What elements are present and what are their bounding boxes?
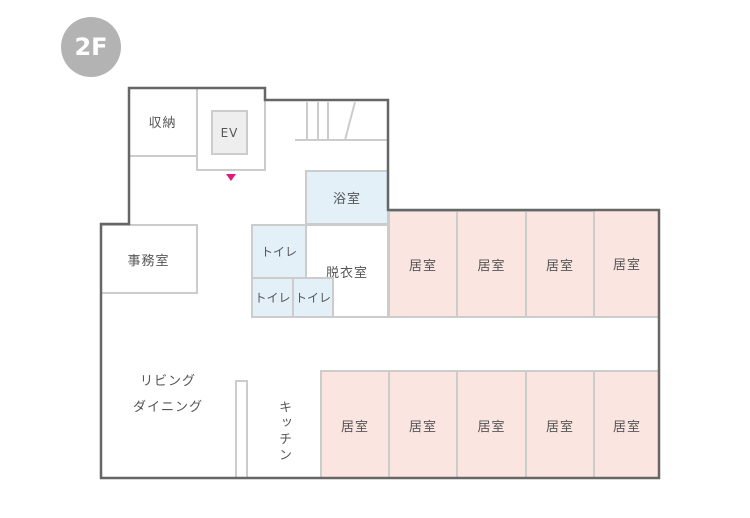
room-toilet-2: トイレ [251, 277, 294, 318]
room-elevator: EV [211, 110, 248, 155]
residential-room: 居室 [525, 210, 595, 318]
room-toilet-3: トイレ [292, 277, 334, 318]
residential-room: 居室 [456, 370, 527, 478]
room-toilet-1: トイレ [251, 224, 307, 279]
floor-badge: 2F [61, 17, 121, 77]
entrance-marker-icon [226, 174, 236, 181]
residential-room: 居室 [320, 370, 390, 478]
living-label-line1: リビング [139, 374, 196, 389]
residential-room: 居室 [525, 370, 595, 478]
residential-room: 居室 [388, 210, 458, 318]
room-storage: 収納 [129, 88, 198, 157]
room-office: 事務室 [101, 224, 198, 294]
residential-room: 居室 [388, 370, 458, 478]
residential-room: 居室 [593, 210, 659, 318]
residential-room: 居室 [456, 210, 527, 318]
residential-room: 居室 [593, 370, 659, 478]
room-bath: 浴室 [305, 170, 389, 225]
pillar [235, 380, 248, 478]
stairs-icon [295, 101, 387, 141]
living-label-line2: ダイニング [132, 400, 203, 415]
kitchen-label: キッチン [276, 400, 291, 464]
